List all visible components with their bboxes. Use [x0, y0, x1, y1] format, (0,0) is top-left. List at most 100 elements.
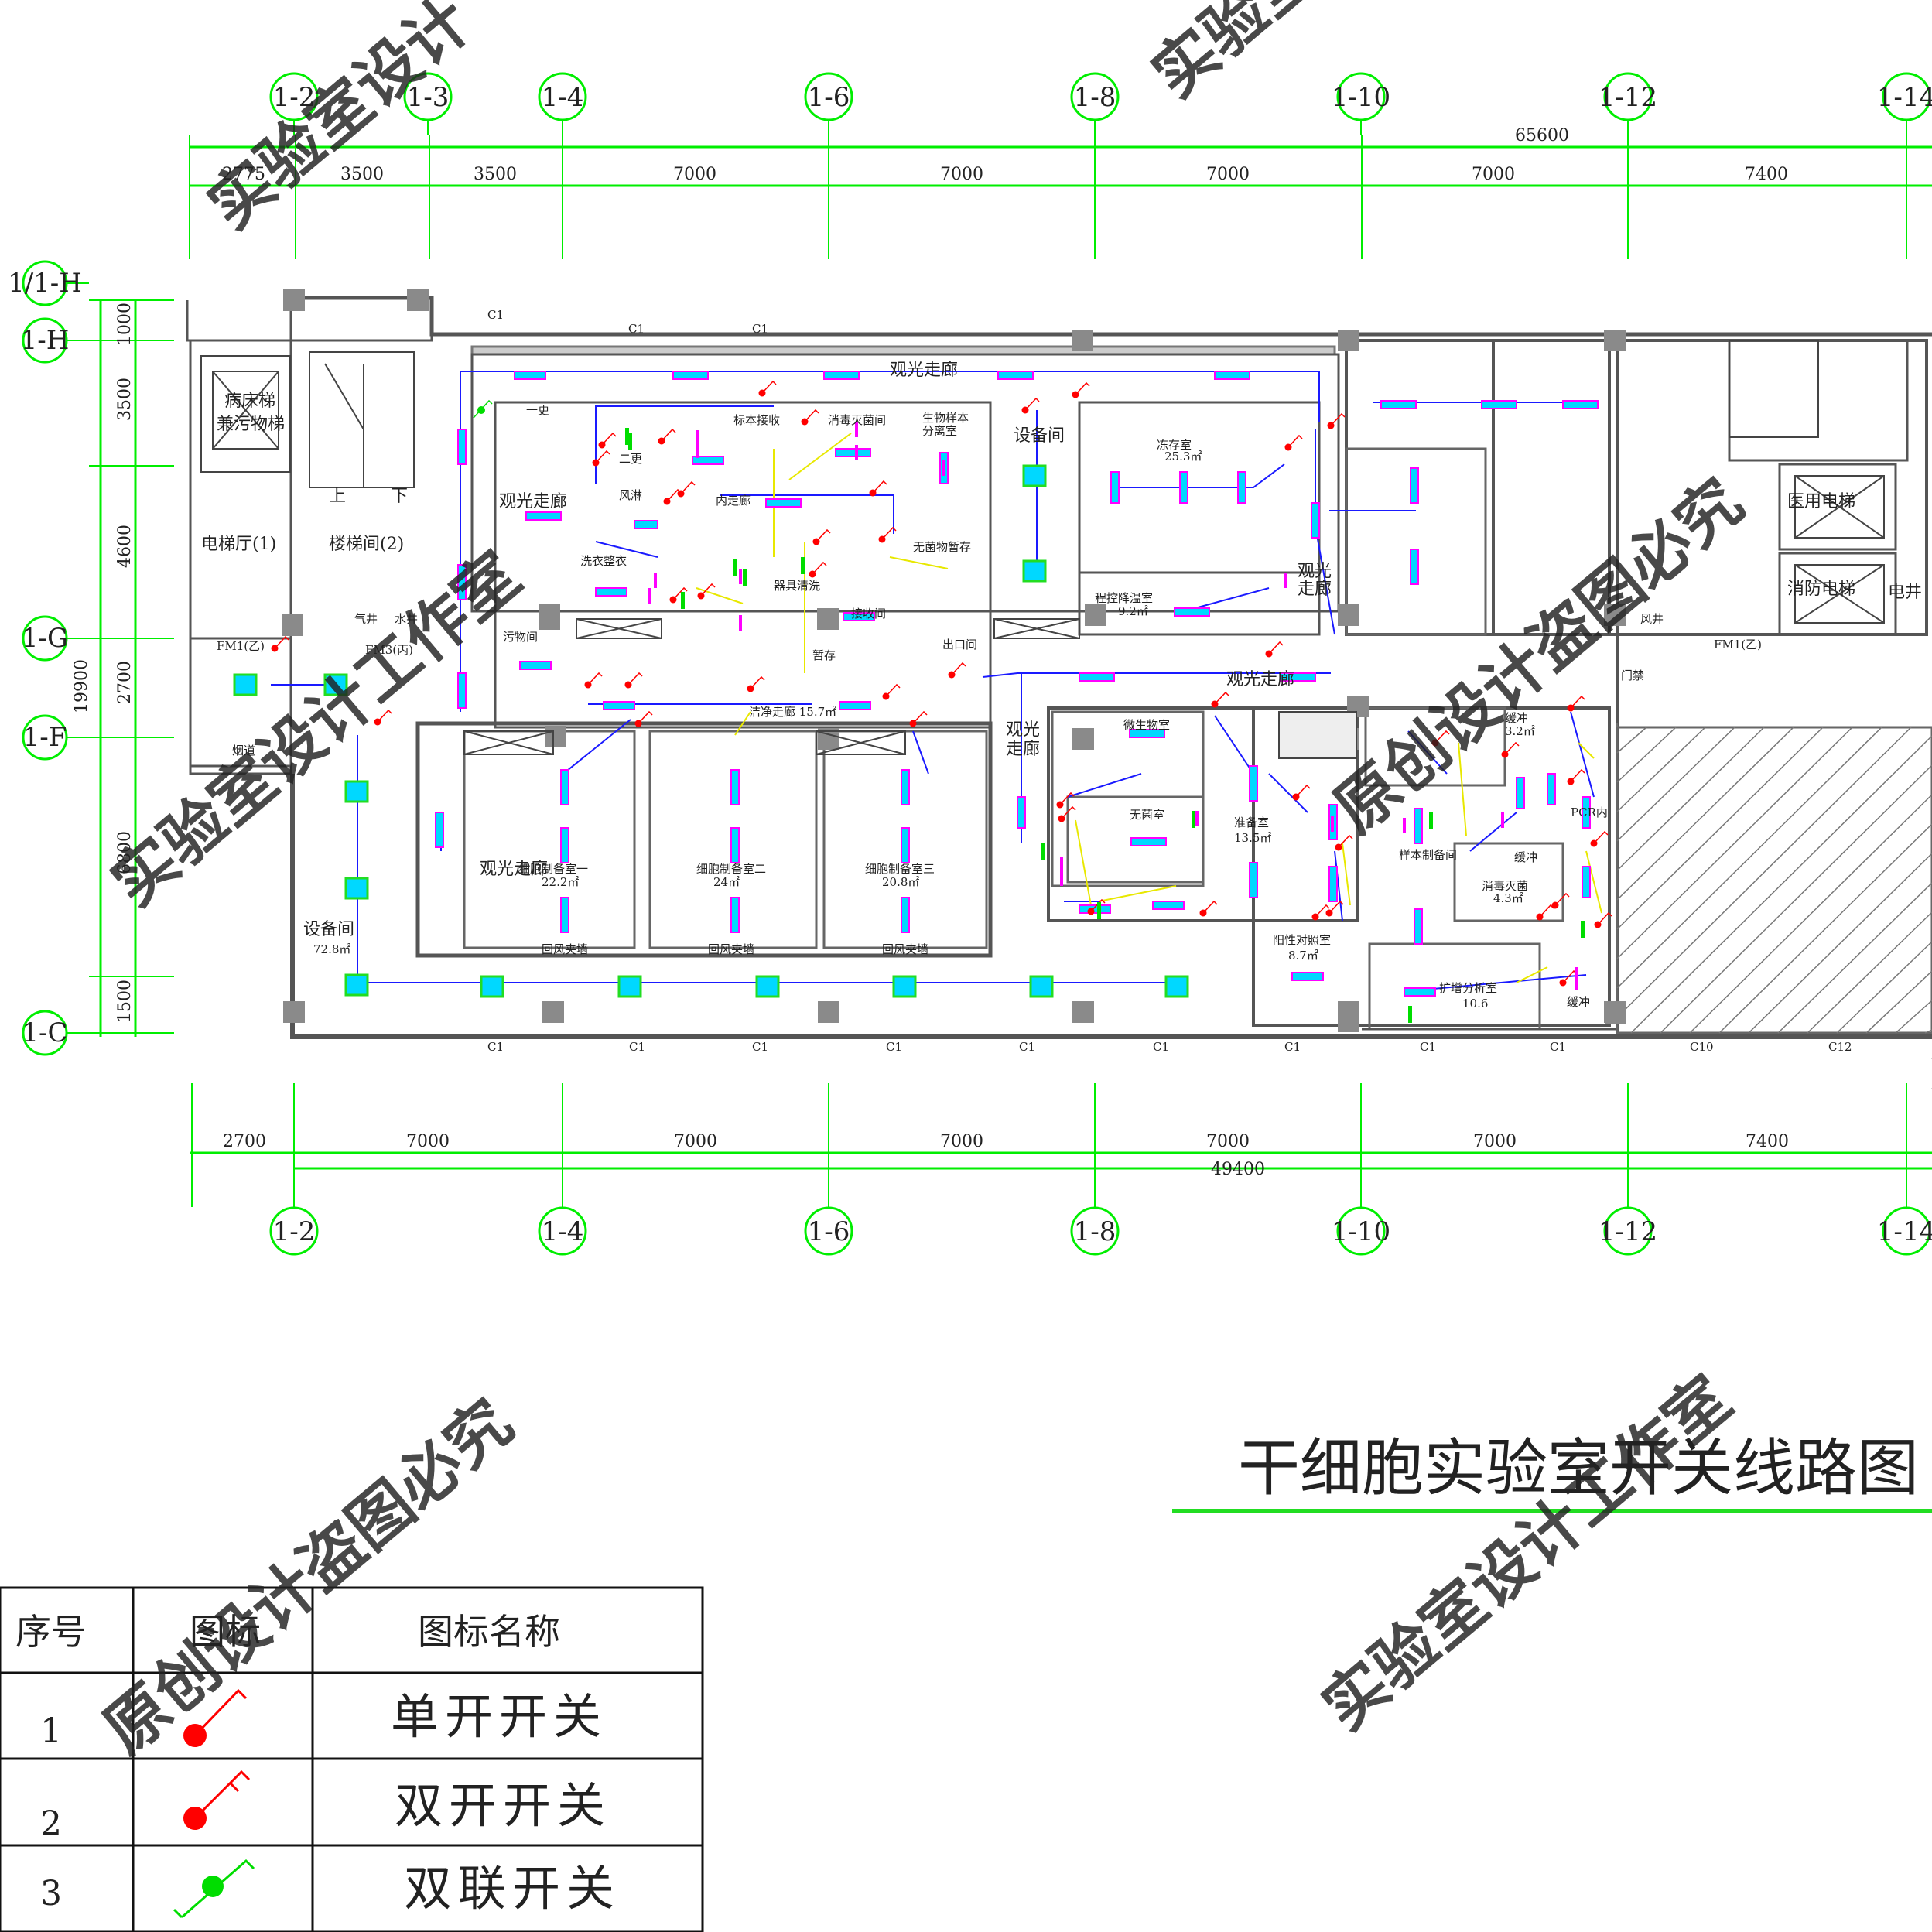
column	[539, 604, 560, 626]
door-switch-marker-green	[1581, 921, 1585, 938]
light-fixture	[560, 769, 569, 805]
hatch-line	[1777, 882, 1932, 1034]
door-fm1-label: FM1(乙)	[217, 639, 265, 653]
axis-label-left: 1-C	[22, 1017, 67, 1048]
single-switch-icon	[1292, 784, 1311, 801]
window-label-bottom: C10	[1690, 1040, 1714, 1054]
axis-label-top: 1-8	[1074, 82, 1116, 113]
light-fixture	[901, 769, 910, 805]
single-switch-icon	[1501, 741, 1520, 758]
single-switch-icon	[658, 428, 676, 445]
door-switch-marker	[696, 443, 699, 458]
light-fixture	[843, 612, 875, 621]
square-light-fixture	[480, 975, 504, 998]
receive-label: 接收间	[851, 607, 886, 621]
column	[1072, 728, 1094, 750]
light-fixture	[1414, 808, 1423, 844]
wire-path	[1570, 711, 1595, 798]
wire-path	[696, 587, 744, 604]
change1-label: 一更	[526, 403, 549, 417]
single-switch-icon	[697, 583, 716, 600]
door-switch-marker-green	[1408, 1006, 1412, 1023]
door-switch-marker-green	[681, 592, 685, 609]
axis-label-top: 1-12	[1599, 82, 1657, 113]
light-fixture	[457, 564, 467, 600]
single-switch-icon	[1594, 911, 1612, 928]
light-fixture	[835, 448, 871, 457]
positive-label: 阳性对照室	[1273, 933, 1331, 947]
watermark-6: 实验室设计工作室	[1308, 1362, 1745, 1745]
smoke-shaft-label: 烟道	[232, 744, 255, 757]
cell-prep-1-label: 细胞制备室一	[518, 862, 588, 876]
light-fixture	[457, 429, 467, 465]
square-light-fixture	[755, 975, 780, 998]
bottom-dim-label: 7000	[674, 1132, 717, 1151]
hatched-area	[1616, 723, 1932, 1089]
axis-label-left: 1/1-H	[8, 268, 82, 299]
legend-row-2-num: 2	[40, 1804, 62, 1844]
corridor-vert-label-4: 走廊	[1298, 580, 1332, 599]
column	[545, 726, 566, 747]
axis-label-bottom: 1-2	[273, 1216, 316, 1247]
wire-path	[720, 494, 894, 534]
room-bed-elevator-2: 兼污物梯	[217, 415, 285, 434]
hatch-line	[1895, 1000, 1932, 1034]
square-light-fixture	[323, 673, 348, 696]
equipment-room2-label: 设备间	[1014, 426, 1065, 446]
hatch-line	[1836, 941, 1932, 1034]
light-fixture	[730, 827, 740, 863]
single-switch-icon	[1327, 412, 1346, 429]
single-switch-icon	[1559, 969, 1578, 987]
clean-corridor-label: 洁净走廊 15.7㎡	[749, 705, 836, 719]
light-fixture	[997, 371, 1034, 380]
equipment-area-label: 72.8㎡	[313, 942, 350, 956]
axis-label-bottom: 1-12	[1599, 1216, 1657, 1247]
light-fixture	[1237, 471, 1246, 504]
access-label: 门禁	[1621, 669, 1644, 682]
left-dim-label: 3500	[115, 378, 135, 421]
door-switch-marker-green	[733, 559, 737, 576]
column	[1605, 1003, 1626, 1024]
door-switch-marker	[1575, 967, 1578, 983]
single-switch-icon	[1072, 381, 1090, 398]
light-fixture	[765, 498, 802, 508]
light-fixture	[730, 897, 740, 933]
door-fm1-label-b: FM1(乙)	[1714, 638, 1762, 651]
watermark-4: 原创设计盗图必究	[1320, 464, 1756, 847]
square-light-fixture	[344, 780, 369, 803]
single-switch-icon	[878, 526, 897, 543]
program-cooling-label: 程控降温室	[1095, 591, 1153, 605]
dual-linked-switch-icon	[173, 1858, 255, 1919]
left-dim-label: 1000	[115, 303, 135, 346]
axis-label-bottom: 1-6	[808, 1216, 850, 1247]
hatch-line	[1616, 727, 1853, 959]
single-switch-icon	[869, 480, 887, 497]
light-fixture	[1404, 987, 1436, 997]
column	[282, 614, 303, 636]
hatch-line	[1616, 727, 1912, 1018]
inner-corridor-label: 内走廊	[716, 494, 751, 508]
door-switch-marker	[654, 573, 657, 588]
bio-sample2-label: 分离室	[922, 424, 957, 438]
single-switch-icon	[271, 635, 289, 652]
single-switch-icon	[1311, 904, 1330, 921]
column	[1338, 1010, 1359, 1032]
bottom-dim-label: 7000	[940, 1132, 983, 1151]
top-total-label: 65600	[1515, 126, 1569, 145]
bottom-total-label: 49400	[1211, 1160, 1265, 1179]
axis-label-top: 1-6	[808, 82, 850, 113]
drawing-title: 干细胞实验室开关线路图	[1238, 1432, 1919, 1504]
elec-shaft-label: 电井	[1888, 583, 1922, 602]
wire-path	[1334, 850, 1343, 922]
window-label-bottom: C1	[1153, 1040, 1169, 1054]
light-fixture	[1414, 908, 1423, 945]
light-fixture	[525, 511, 562, 521]
window-label-bottom: C1	[487, 1040, 504, 1054]
door-switch-marker-green	[801, 557, 805, 574]
light-fixture	[514, 371, 546, 380]
microbe-label: 微生物室	[1123, 718, 1170, 732]
column	[1338, 330, 1359, 351]
top-dim-label: 7000	[1472, 165, 1515, 184]
dual-linked-switch-icon	[473, 399, 493, 419]
